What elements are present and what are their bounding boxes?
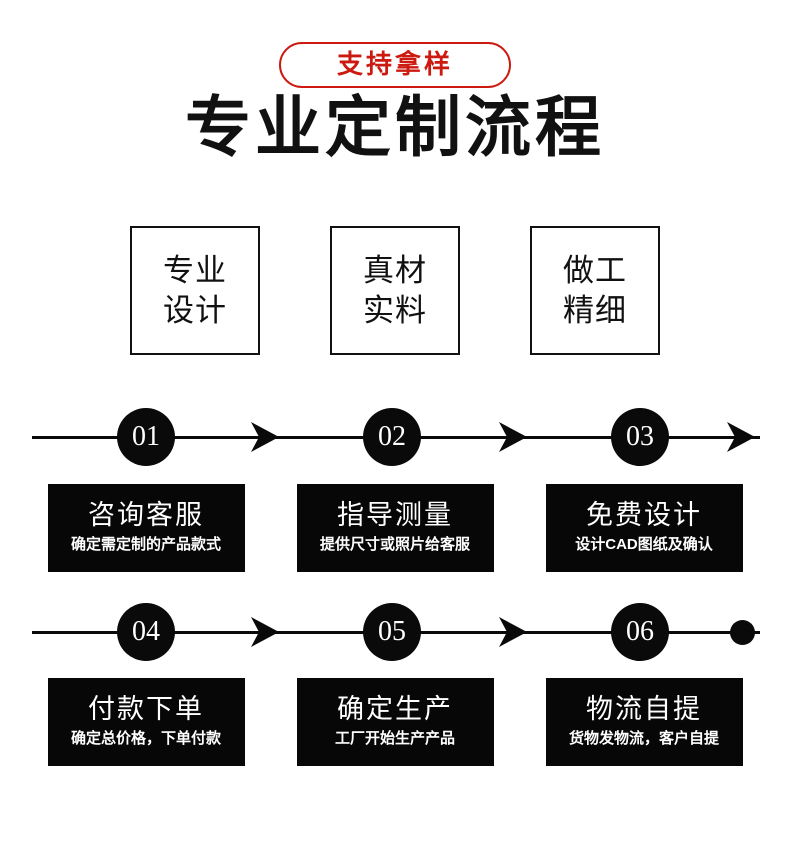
step-card-06-subtitle: 货物发物流，客户自提 — [568, 730, 719, 748]
step-marker-05: 05 — [363, 603, 421, 661]
step-card-04: 付款下单 确定总价格，下单付款 — [47, 678, 245, 766]
step-number-06: 06 — [626, 616, 654, 647]
step-card-03-title: 免费设计 — [586, 500, 702, 531]
track-2: 04 05 06 — [32, 601, 760, 663]
step-number-01: 01 — [132, 421, 160, 452]
step-card-group-row-2: 付款下单 确定总价格，下单付款 确定生产 工厂开始生产产品 物流自提 货物发物流… — [0, 678, 790, 766]
step-marker-06: 06 — [611, 603, 669, 661]
step-card-02-subtitle: 提供尺寸或照片给客服 — [319, 536, 470, 554]
step-card-group-row-1: 咨询客服 确定需定制的产品款式 指导测量 提供尺寸或照片给客服 免费设计 设计C… — [0, 484, 790, 572]
step-card-03-subtitle: 设计CAD图纸及确认 — [575, 536, 713, 554]
step-marker-02: 02 — [363, 408, 421, 466]
page-title: 专业定制流程 — [185, 90, 605, 164]
feature-box-material-line1: 真材 — [363, 252, 427, 288]
step-card-01-subtitle: 确定需定制的产品款式 — [70, 536, 221, 554]
track-1: 01 02 03 — [32, 406, 760, 468]
step-card-01-title: 咨询客服 — [88, 500, 204, 531]
step-number-05: 05 — [378, 616, 406, 647]
feature-box-craft-line1: 做工 — [563, 252, 627, 288]
process-track-row-1: 01 02 03 — [0, 406, 790, 468]
arrow-icon-2a — [243, 611, 285, 653]
step-card-06: 物流自提 货物发物流，客户自提 — [545, 678, 743, 766]
step-card-05: 确定生产 工厂开始生产产品 — [296, 678, 494, 766]
arrow-icon-1a — [243, 416, 285, 458]
arrow-icon-1b — [491, 416, 533, 458]
step-number-04: 04 — [132, 616, 160, 647]
step-number-03: 03 — [626, 421, 654, 452]
feature-box-material: 真材 实料 — [330, 226, 460, 355]
feature-box-craft: 做工 精细 — [530, 226, 660, 355]
feature-box-material-line2: 实料 — [363, 292, 427, 328]
step-card-04-title: 付款下单 — [88, 694, 204, 725]
step-card-02-title: 指导测量 — [337, 500, 453, 531]
feature-box-group: 专业 设计 真材 实料 做工 精细 — [0, 226, 790, 355]
arrow-icon-2b — [491, 611, 533, 653]
step-card-03: 免费设计 设计CAD图纸及确认 — [545, 484, 743, 572]
step-number-02: 02 — [378, 421, 406, 452]
step-card-02: 指导测量 提供尺寸或照片给客服 — [296, 484, 494, 572]
arrow-icon-1c-end — [719, 416, 761, 458]
process-track-row-2: 04 05 06 — [0, 601, 790, 663]
feature-box-design-line2: 设计 — [163, 292, 227, 328]
dot-icon-end — [730, 620, 755, 645]
support-sample-badge: 支持拿样 — [278, 42, 511, 88]
badge-container: 支持拿样 — [0, 42, 790, 88]
step-card-04-subtitle: 确定总价格，下单付款 — [70, 730, 221, 748]
step-marker-04: 04 — [117, 603, 175, 661]
step-marker-03: 03 — [611, 408, 669, 466]
step-card-05-subtitle: 工厂开始生产产品 — [334, 730, 455, 748]
step-card-01: 咨询客服 确定需定制的产品款式 — [47, 484, 245, 572]
step-card-06-title: 物流自提 — [586, 694, 702, 725]
step-marker-01: 01 — [117, 408, 175, 466]
feature-box-craft-line2: 精细 — [563, 292, 627, 328]
feature-box-design: 专业 设计 — [130, 226, 260, 355]
step-card-05-title: 确定生产 — [337, 694, 453, 725]
feature-box-design-line1: 专业 — [163, 252, 227, 288]
